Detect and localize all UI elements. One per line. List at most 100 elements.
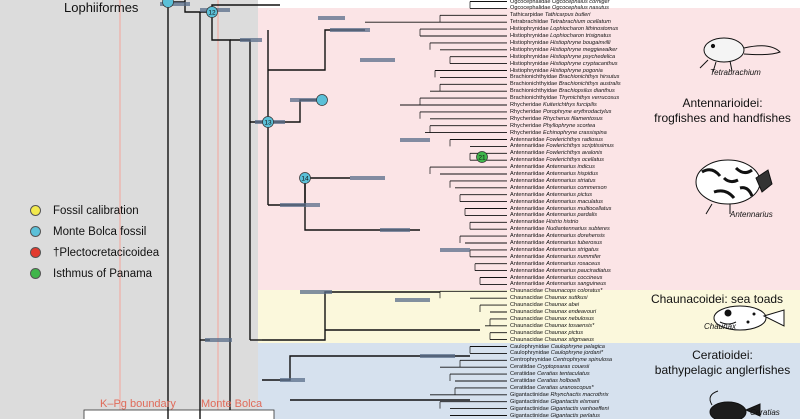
tip-family: Rhycheridae	[510, 108, 543, 115]
tip-species: Histiophryne pogonia	[550, 67, 603, 74]
tip-species: Ogcocephalus nasutus	[551, 5, 609, 12]
tip-label: Ogcocephalidae Ogcocephalus corniger	[510, 0, 610, 5]
tip-label: Antennariidae Antennarius pardalis	[510, 212, 597, 218]
tip-family: Ogcocephalidae	[510, 0, 552, 5]
tip-family: Caulophrynidae	[510, 343, 551, 350]
tip-species: Antennarius coccineus	[546, 274, 603, 281]
tip-species: Rhycherus filamentosus	[542, 115, 603, 122]
node-label: 14	[301, 176, 309, 183]
tip-family: Antennariidae	[510, 171, 547, 177]
clade-name: Antennarioidei:	[682, 96, 763, 110]
tip-label: Brachionichthyidae Thymichthys verrucosu…	[510, 95, 619, 101]
tip-family: Antennariidae	[510, 143, 547, 150]
tip-species: Histrio histrio	[546, 219, 579, 226]
node-age-bar	[300, 290, 332, 294]
yellow-dot-icon	[30, 205, 41, 216]
green-dot-icon	[30, 268, 41, 279]
tip-species: Fowlerichthys radiosus	[546, 136, 603, 143]
tip-family: Antennariidae	[510, 212, 547, 219]
clade-name: Ceratioidei:	[692, 348, 753, 362]
legend-label: Isthmus of Panama	[53, 267, 153, 280]
tip-family: Antennariidae	[510, 177, 547, 184]
tip-species: Gigantactis elsmani	[550, 398, 600, 405]
node-circle	[299, 172, 311, 184]
tip-species: Chaunax stigmaeus	[544, 336, 594, 343]
tip-family: Gigantactinidae	[510, 412, 551, 419]
tip-family: Histiophrynidae	[510, 46, 551, 53]
figure-title: Lophiiformes	[64, 0, 139, 15]
tip-family: Antennariidae	[510, 233, 547, 240]
tetrabrachium-illustration	[699, 37, 781, 73]
tip-species: Nudiantennarius subteres	[546, 226, 610, 233]
tip-label: Centrophrynidae Centrophryne spinulosa	[510, 357, 612, 363]
tip-label: Histiophrynidae Histiophryne cryptacanth…	[510, 61, 618, 67]
tip-species: Brachionichthys australis	[558, 81, 621, 88]
legend-item-fossil-calibration: Fossil calibration	[30, 200, 159, 221]
tip-family: Tathicarpidae	[510, 12, 545, 19]
tip-family: Antennariidae	[510, 184, 547, 191]
tip-family: Tetrabrachiidae	[510, 19, 550, 26]
tip-species: Antennarius dorehensis	[546, 233, 605, 240]
tip-species: Antennarius nummifer	[546, 253, 601, 260]
clade-name: Chaunacoidei: sea toads	[650, 292, 784, 306]
tip-family: Gigantactinidae	[510, 391, 551, 398]
node-label: 12	[208, 10, 216, 17]
legend-item-monte-bolca: Monte Bolca fossil	[30, 221, 159, 242]
tip-family: Histiophrynidae	[510, 60, 551, 67]
tip-species: Centrophryne spinulosa	[552, 357, 613, 364]
node-age-bar	[160, 2, 190, 6]
tip-species: Antennarius pardalis	[546, 212, 598, 219]
tip-label: Chaunacidae Chaunax tosaensis*	[510, 323, 594, 329]
tip-label: Chaunacidae Chaunax nebulosus	[510, 316, 594, 322]
tip-family: Ogcocephalidae	[510, 5, 552, 12]
tip-species: Brachionichthys hirsutus	[558, 74, 620, 81]
tip-family: Histiophrynidae	[510, 39, 551, 46]
tip-species: Tetrabrachium ocellatum	[549, 19, 611, 26]
tip-label: Ceratiidae Ceratias holboelli	[510, 378, 580, 384]
node-age-bar	[318, 16, 345, 20]
tip-species: Fowlerichthys avalonis	[546, 150, 603, 157]
node-circle	[162, 0, 174, 8]
tip-family: Chaunacidae	[510, 295, 545, 302]
tip-label: Histiophrynidae Histiophryne meggiewalke…	[510, 47, 617, 53]
tip-species: Ogcocephalus corniger	[551, 0, 610, 5]
node-age-bar	[360, 58, 395, 62]
tip-species: Antennarius pauciradiatus	[546, 267, 611, 274]
tip-label: Antennariidae Antennarius pauciradiatus	[510, 268, 611, 274]
tip-family: Chaunacidae	[510, 329, 545, 336]
tip-label: Ceratiidae Ceratias uranoscopus*	[510, 385, 594, 391]
tip-family: Brachionichthyidae	[510, 81, 559, 88]
tip-label: Rhycheridae Phyllophryne scortea	[510, 123, 595, 129]
tip-species: Antennarius indicus	[546, 164, 595, 171]
tip-species: Histiophryne cryptacanthus	[550, 60, 618, 67]
tip-family: Ceratiidae	[510, 371, 538, 378]
legend-label: †Plectocretacicoidea	[53, 246, 160, 259]
tip-label: Antennariidae Antennarius striatus	[510, 178, 596, 184]
legend-label: Monte Bolca fossil	[53, 225, 147, 238]
tip-species: Gigantactis perlatus	[550, 412, 600, 419]
chaunax-illustration	[713, 305, 785, 331]
node-age-bar	[380, 228, 410, 232]
clade-chaunacoidei: Chaunacoidei: sea toads	[634, 292, 800, 307]
tip-species: Caulophryne pelagica	[550, 343, 605, 350]
tip-species: Chaunax nebulosus	[544, 315, 594, 322]
tip-label: Antennariidae Fowlerichthys avalonis	[510, 150, 602, 156]
tip-family: Chaunacidae	[510, 302, 545, 309]
tip-family: Centrophrynidae	[510, 357, 553, 364]
tip-family: Antennariidae	[510, 260, 547, 267]
tip-family: Brachionichthyidae	[510, 95, 559, 102]
tip-family: Chaunacidae	[510, 322, 545, 329]
tip-label: Tathicarpidae Tathicarpus butleri	[510, 12, 590, 18]
tip-family: Caulophrynidae	[510, 350, 551, 357]
tip-label: Chaunacidae Chaunax endeavouri	[510, 309, 596, 315]
tip-label: Ceratiidae Cryptopsaras couesii	[510, 364, 589, 370]
tip-family: Antennariidae	[510, 198, 547, 205]
tip-family: Antennariidae	[510, 136, 547, 143]
tip-species: Cryptopsaras couesii	[537, 364, 590, 371]
tip-species: Caulophryne jordani*	[550, 350, 603, 357]
node-age-bar	[280, 203, 320, 207]
tip-family: Histiophrynidae	[510, 26, 551, 33]
tip-species: Antennarius multiocellatus	[546, 205, 612, 212]
legend: Fossil calibration Monte Bolca fossil †P…	[30, 200, 159, 284]
node-age-bar	[440, 248, 470, 252]
